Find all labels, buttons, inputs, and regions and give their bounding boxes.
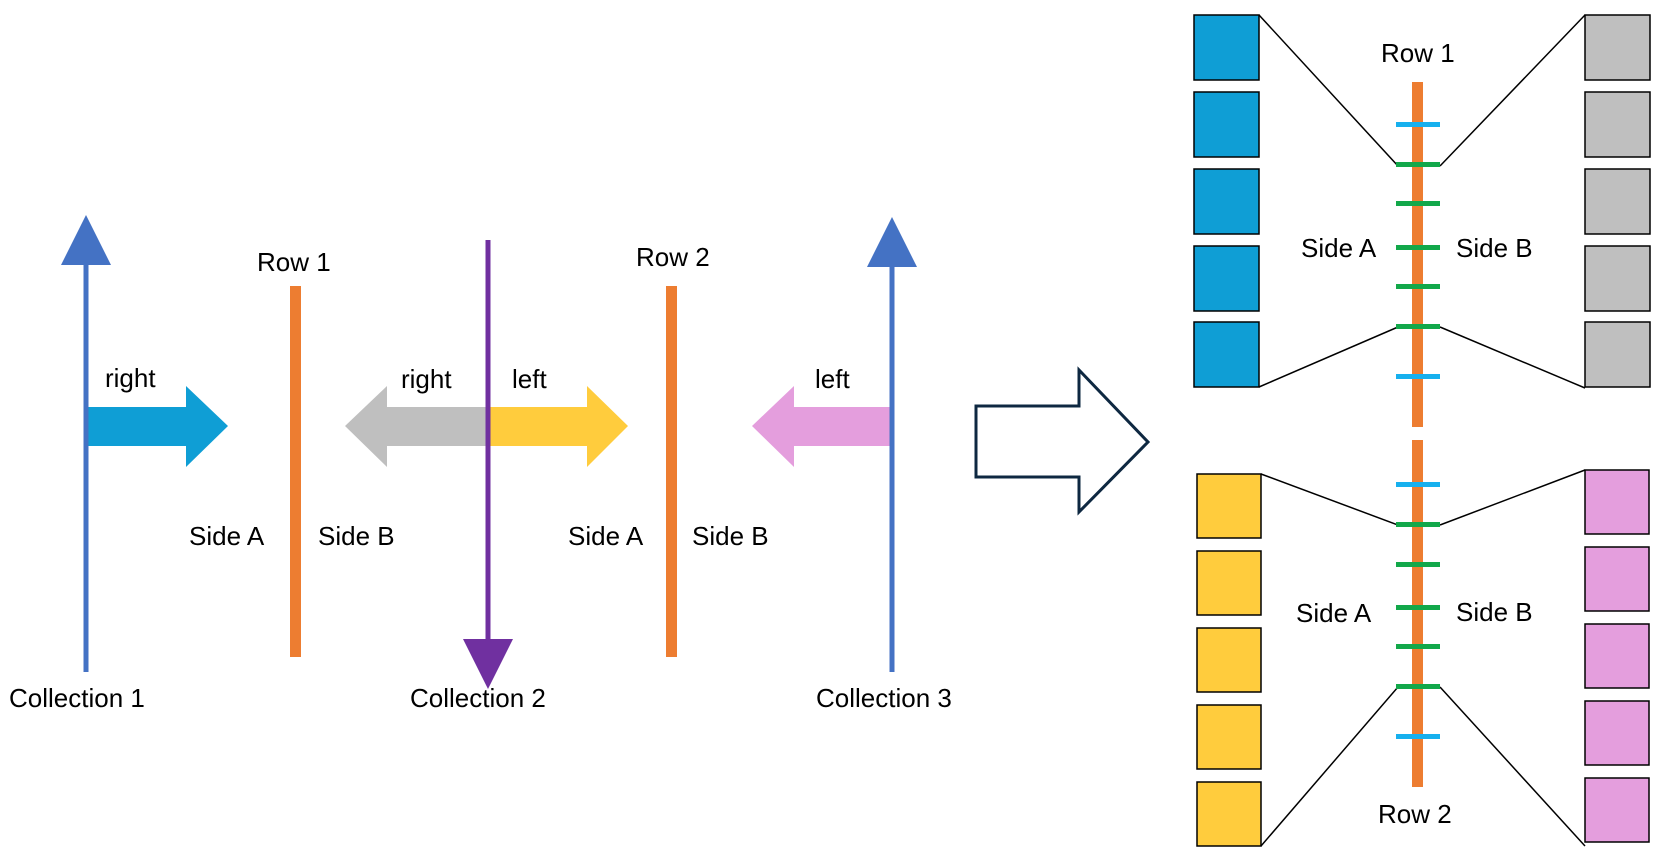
collection-3-label: Collection 3 bbox=[816, 683, 952, 713]
right-bottom-side-a: Side A bbox=[1296, 598, 1372, 628]
box-gray bbox=[1584, 168, 1651, 235]
arrow-label-2: right bbox=[401, 364, 452, 394]
transition-arrow-icon bbox=[974, 366, 1151, 516]
box-blue bbox=[1193, 14, 1260, 81]
box-pink bbox=[1584, 623, 1650, 689]
collection-1-label: Collection 1 bbox=[9, 683, 145, 713]
right-row-2-label: Row 2 bbox=[1378, 799, 1452, 829]
tick-blue bbox=[1396, 734, 1440, 739]
tick-green bbox=[1396, 324, 1440, 329]
box-gray bbox=[1584, 91, 1651, 158]
box-pink bbox=[1584, 777, 1650, 843]
box-yellow bbox=[1196, 473, 1262, 539]
arrow-right-yellow bbox=[488, 386, 628, 467]
tick-green bbox=[1396, 162, 1440, 167]
box-pink bbox=[1584, 546, 1650, 612]
row-1-vertical bbox=[1412, 82, 1423, 427]
box-yellow bbox=[1196, 781, 1262, 847]
box-blue bbox=[1193, 91, 1260, 158]
tick-green bbox=[1396, 605, 1440, 610]
row-2-line bbox=[666, 286, 677, 657]
box-gray bbox=[1584, 245, 1651, 312]
arrow-right-blue bbox=[86, 386, 228, 467]
row-2-vertical bbox=[1412, 440, 1423, 787]
connector bbox=[1258, 14, 1399, 167]
box-yellow bbox=[1196, 550, 1262, 616]
box-yellow bbox=[1196, 704, 1262, 770]
tick-green bbox=[1396, 562, 1440, 567]
tick-green bbox=[1396, 245, 1440, 250]
box-gray bbox=[1584, 321, 1651, 388]
connector bbox=[1260, 686, 1399, 847]
tick-blue bbox=[1396, 374, 1440, 379]
tick-blue bbox=[1396, 122, 1440, 127]
box-pink bbox=[1584, 469, 1650, 535]
right-top-side-a: Side A bbox=[1301, 233, 1377, 263]
arrow-label-1: right bbox=[105, 363, 156, 393]
connector bbox=[1439, 686, 1586, 847]
tick-green bbox=[1396, 522, 1440, 527]
left-diagram: right right left left Row 1 Row 2 Side A… bbox=[9, 215, 952, 713]
connector bbox=[1258, 326, 1399, 388]
tick-green bbox=[1396, 644, 1440, 649]
right-diagram-bottom: Side A Side B Row 2 bbox=[1196, 440, 1650, 847]
box-yellow bbox=[1196, 627, 1262, 693]
right-row-1-label: Row 1 bbox=[1381, 38, 1455, 68]
tick-blue bbox=[1396, 482, 1440, 487]
right-top-side-b: Side B bbox=[1456, 233, 1533, 263]
connector bbox=[1439, 14, 1586, 167]
connector bbox=[1439, 326, 1586, 389]
arrow-left-pink bbox=[752, 386, 892, 467]
row-2-label: Row 2 bbox=[636, 242, 710, 272]
row-2-side-a: Side A bbox=[568, 521, 644, 551]
connector bbox=[1260, 473, 1399, 526]
row-1-line bbox=[290, 286, 301, 657]
collection-2-label: Collection 2 bbox=[410, 683, 546, 713]
row-1-label: Row 1 bbox=[257, 247, 331, 277]
box-blue bbox=[1193, 321, 1260, 388]
tick-green bbox=[1396, 684, 1440, 689]
tick-green bbox=[1396, 201, 1440, 206]
right-diagram-top: Row 1 Side A Side B bbox=[1193, 14, 1651, 427]
box-blue bbox=[1193, 168, 1260, 235]
arrow-label-3: left bbox=[512, 364, 547, 394]
box-blue bbox=[1193, 245, 1260, 312]
box-gray bbox=[1584, 14, 1651, 81]
arrow-left-gray bbox=[345, 386, 488, 467]
row-2-side-b: Side B bbox=[692, 521, 769, 551]
tick-green bbox=[1396, 284, 1440, 289]
right-bottom-side-b: Side B bbox=[1456, 597, 1533, 627]
row-1-side-b: Side B bbox=[318, 521, 395, 551]
arrow-label-4: left bbox=[815, 364, 850, 394]
connector bbox=[1439, 469, 1586, 526]
row-1-side-a: Side A bbox=[189, 521, 265, 551]
box-pink bbox=[1584, 700, 1650, 766]
